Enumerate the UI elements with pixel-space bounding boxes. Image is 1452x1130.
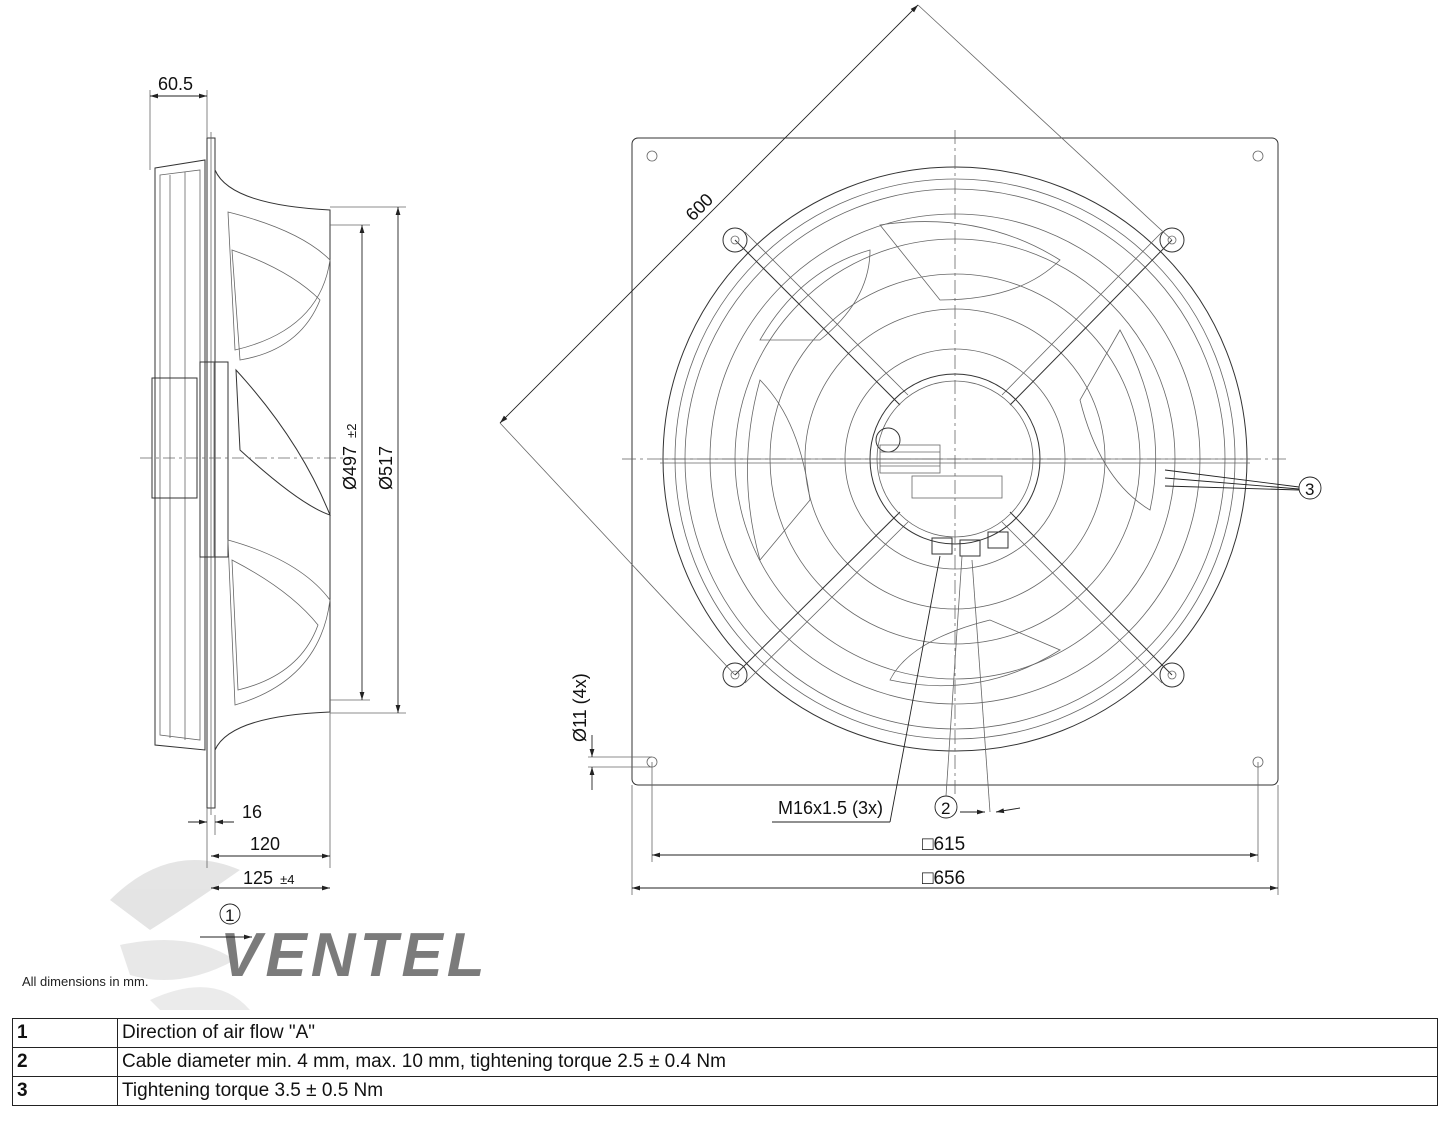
legend-number: 1 bbox=[12, 1018, 118, 1048]
dim-16: 16 bbox=[242, 802, 262, 822]
fan-side-view bbox=[140, 132, 345, 815]
dim-11-4x: Ø11 (4x) bbox=[570, 673, 590, 742]
legend-row: 3 Tightening torque 3.5 ± 0.5 Nm bbox=[12, 1076, 1438, 1106]
legend-number: 3 bbox=[12, 1076, 118, 1106]
dimension-note: All dimensions in mm. bbox=[22, 974, 149, 989]
dim-60-5: 60.5 bbox=[158, 74, 193, 94]
legend-row: 2 Cable diameter min. 4 mm, max. 10 mm, … bbox=[12, 1047, 1438, 1077]
callout-3-circle bbox=[1298, 476, 1322, 500]
dim-square-615: □615 bbox=[922, 834, 965, 855]
callout-1-circle bbox=[219, 903, 241, 925]
technical-drawing: VENTEL 60.5 Ø4 bbox=[110, 4, 1322, 1010]
callout-3: 3 bbox=[1305, 480, 1314, 499]
ventel-watermark: VENTEL bbox=[110, 860, 489, 1010]
dim-497-tolerance: ±2 bbox=[344, 424, 359, 438]
dim-125-tolerance: ±4 bbox=[280, 872, 294, 887]
dim-square-656: □656 bbox=[922, 868, 965, 889]
legend-number: 2 bbox=[12, 1047, 118, 1077]
legend-text: Direction of air flow "A" bbox=[117, 1018, 1438, 1048]
dim-600: 600 bbox=[682, 189, 717, 224]
dim-120: 120 bbox=[250, 834, 280, 854]
watermark-text: VENTEL bbox=[220, 921, 489, 990]
legend-text: Tightening torque 3.5 ± 0.5 Nm bbox=[117, 1076, 1438, 1106]
dim-497: Ø497 bbox=[340, 446, 360, 490]
dim-125: 125 bbox=[243, 868, 273, 888]
legend-table: 1 Direction of air flow "A" 2 Cable diam… bbox=[12, 1018, 1438, 1106]
legend-text: Cable diameter min. 4 mm, max. 10 mm, ti… bbox=[117, 1047, 1438, 1077]
callout-1: 1 bbox=[225, 906, 234, 925]
fan-front-view bbox=[622, 130, 1290, 795]
svg-text:Ø497 ±2: Ø497 ±2 bbox=[340, 424, 360, 490]
thread-m16: M16x1.5 (3x) bbox=[778, 798, 883, 818]
callout-2: 2 bbox=[941, 799, 950, 818]
dim-517: Ø517 bbox=[376, 446, 396, 490]
side-dimensions: 60.5 Ø497 ±2 Ø517 16 120 125 ±4 bbox=[149, 74, 406, 940]
legend-row: 1 Direction of air flow "A" bbox=[12, 1018, 1438, 1048]
svg-text:125 ±4: 125 ±4 bbox=[243, 868, 294, 888]
